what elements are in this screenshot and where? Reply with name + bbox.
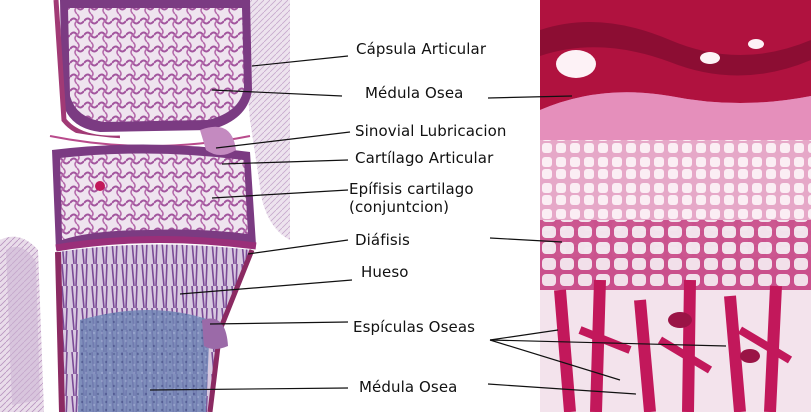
label-epifisis: Epífisis cartilago (conjuntcion) (349, 180, 509, 216)
label-capsula-articular: Cápsula Articular (356, 40, 486, 58)
label-sinovial-lubricacion: Sinovial Lubricacion (355, 122, 507, 140)
label-cartilago-articular: Cartílago Articular (355, 149, 493, 167)
label-medula-osea-top: Médula Osea (365, 84, 463, 102)
label-medula-osea-bottom: Médula Osea (359, 378, 457, 396)
knee-joint-micrograph (0, 0, 290, 412)
label-hueso: Hueso (361, 263, 409, 281)
growth-plate-micrograph (540, 0, 811, 412)
label-espiculas-oseas: Espículas Oseas (353, 318, 475, 336)
label-diafisis: Diáfisis (355, 231, 410, 249)
